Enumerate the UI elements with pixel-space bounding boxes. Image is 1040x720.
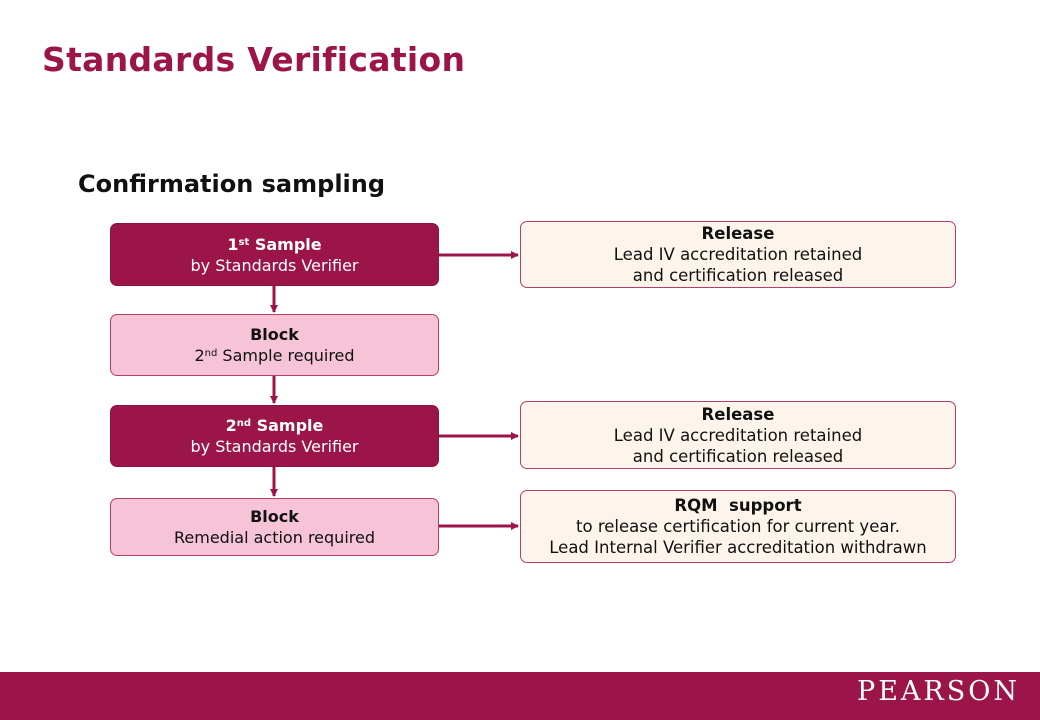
release1-line1: Lead IV accreditation retained [613, 245, 863, 264]
section-title: Confirmation sampling [78, 170, 386, 198]
first-sample-line: by Standards Verifier [190, 255, 359, 275]
block2-line: Remedial action required [174, 528, 375, 547]
second-sample-line: by Standards Verifier [190, 437, 359, 456]
rqm-line2: Lead Internal Verifier accreditation wit… [549, 538, 927, 557]
block-remedial-box: Block Remedial action required [110, 498, 439, 556]
release1-line2: and certification released [632, 266, 844, 285]
first-sample-head: Sample [254, 234, 322, 254]
release2-line1: Lead IV accreditation retained [613, 425, 863, 445]
second-sample-box: 2nd Sample by Standards Verifier [110, 405, 439, 467]
rqm-line1: to release certification for current yea… [576, 517, 900, 536]
release2-head: Release [701, 404, 775, 424]
block2-head: Block [250, 507, 299, 526]
block1-head: Block [250, 325, 299, 344]
rqm-head: RQM support [674, 496, 802, 515]
block1-suffix: nd [204, 348, 218, 359]
block1-line: Sample required [222, 346, 355, 365]
first-sample-box: 1st Sample by Standards Verifier [110, 223, 439, 286]
release-box-2: Release Lead IV accreditation retained a… [520, 401, 956, 469]
second-sample-head: Sample [256, 416, 324, 435]
footer-bar [0, 672, 1040, 720]
first-sample-ordinal: 1 [227, 234, 239, 254]
release-box-1: Release Lead IV accreditation retained a… [520, 221, 956, 288]
release1-head: Release [701, 224, 775, 243]
second-sample-suffix: nd [236, 418, 252, 429]
page-title: Standards Verification [42, 40, 466, 79]
block1-ordinal: 2 [194, 346, 205, 365]
second-sample-ordinal: 2 [225, 416, 237, 435]
block-second-sample-box: Block 2nd Sample required [110, 314, 439, 376]
release2-line2: and certification released [632, 446, 844, 466]
pearson-logo: PEARSON [857, 676, 1020, 707]
rqm-support-box: RQM support to release certification for… [520, 490, 956, 563]
first-sample-suffix: st [238, 236, 250, 248]
